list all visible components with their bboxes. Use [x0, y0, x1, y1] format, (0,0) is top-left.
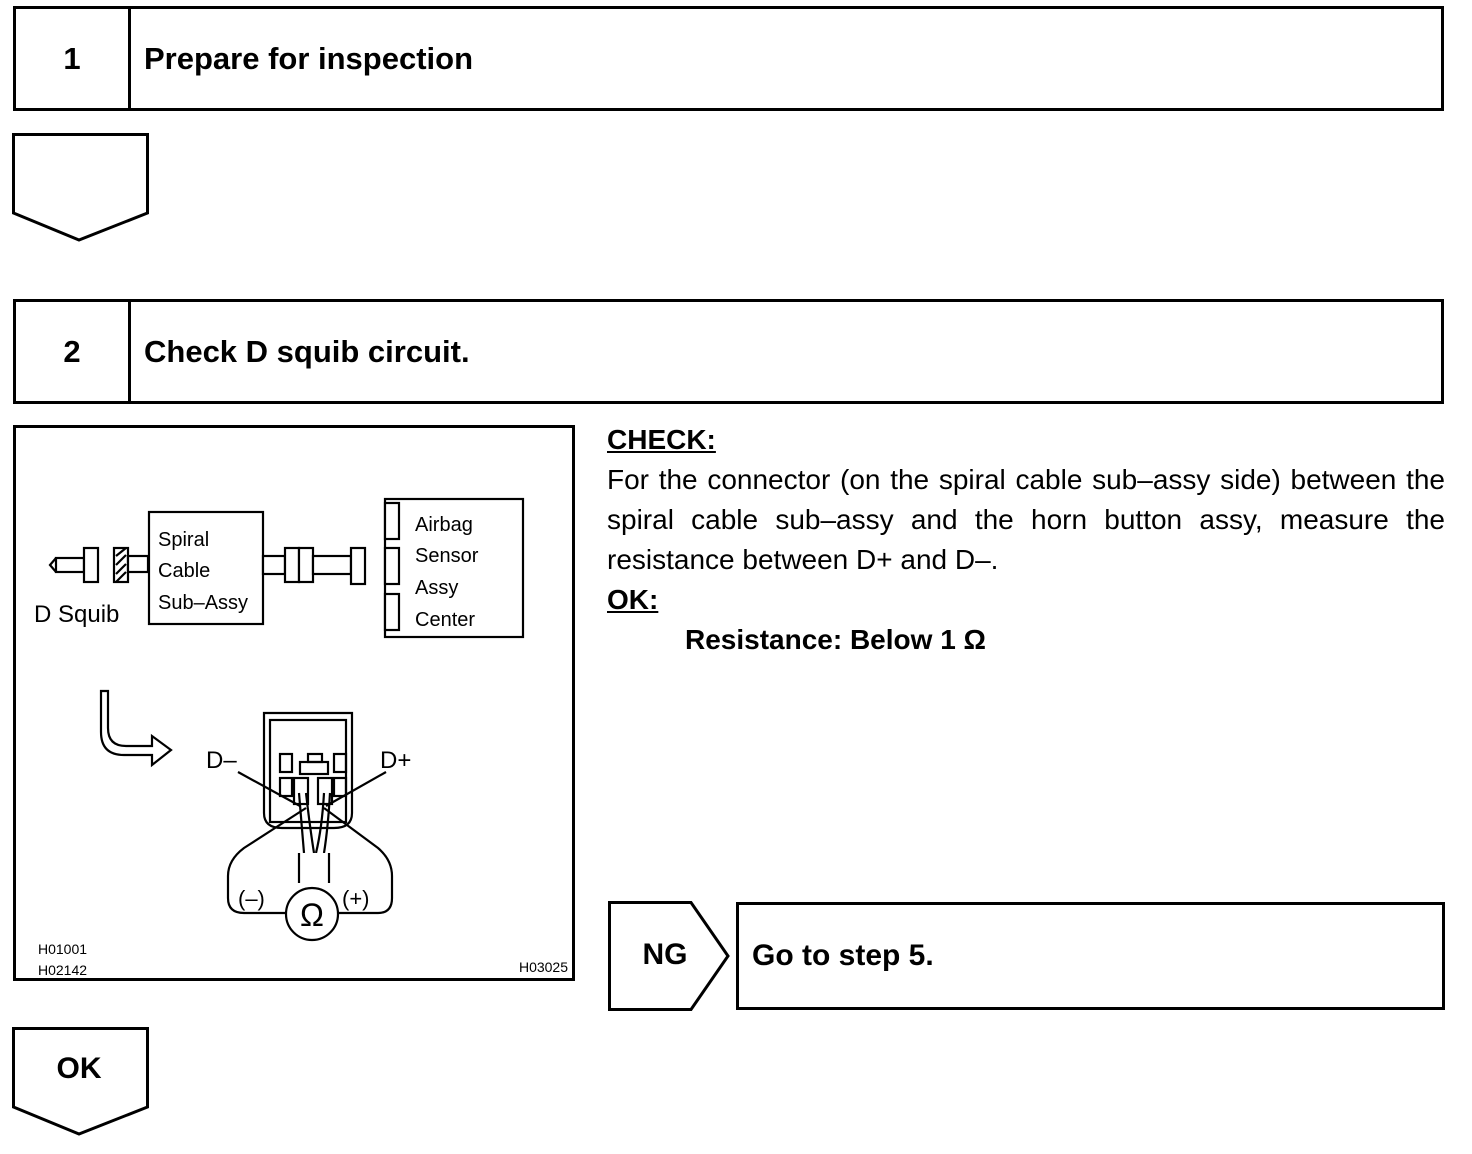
figure-code-left-top: H01001	[38, 941, 87, 957]
ohm-icon: Ω	[300, 897, 324, 933]
check-heading: CHECK:	[607, 424, 716, 455]
step-number: 2	[16, 302, 131, 401]
check-section: CHECK: For the connector (on the spiral …	[607, 420, 1445, 660]
meter-plus-label: (+)	[342, 886, 370, 911]
sensor-label-line-4: Center	[415, 609, 475, 631]
check-instruction: For the connector (on the spiral cable s…	[607, 464, 1445, 575]
circuit-figure: D Squib Spiral Cable Sub–Assy Airbag Sen…	[13, 425, 575, 981]
step-1-header: 1 Prepare for inspection	[13, 6, 1444, 111]
continue-arrow	[12, 133, 149, 242]
sensor-label-line-2: Sensor	[415, 545, 479, 567]
ok-arrow	[12, 1027, 149, 1136]
ng-arrow	[608, 901, 730, 1011]
spiral-label-line-2: Cable	[158, 560, 210, 582]
spiral-label-line-1: Spiral	[158, 529, 209, 551]
ng-action-box: Go to step 5.	[736, 902, 1445, 1010]
figure-code-left-bottom: H02142	[38, 962, 87, 978]
step-title: Prepare for inspection	[144, 40, 474, 76]
figure-code-right: H03025	[519, 959, 568, 975]
resistance-spec: Resistance: Below 1 Ω	[685, 624, 986, 655]
d-squib-label: D Squib	[34, 601, 119, 628]
spiral-label-line-3: Sub–Assy	[158, 592, 248, 614]
sensor-label-line-3: Assy	[415, 577, 458, 599]
circuit-diagram: D Squib Spiral Cable Sub–Assy Airbag Sen…	[34, 497, 568, 978]
ok-label: OK	[56, 1052, 102, 1085]
step-2-header: 2 Check D squib circuit.	[13, 299, 1444, 404]
ng-label: NG	[642, 938, 688, 971]
step-number: 1	[16, 9, 131, 108]
meter-minus-label: (–)	[238, 886, 265, 911]
step-title: Check D squib circuit.	[144, 333, 470, 369]
ng-action-text: Go to step 5.	[752, 939, 934, 972]
d-plus-label: D+	[380, 747, 411, 774]
d-minus-label: D–	[206, 747, 237, 774]
sensor-label-line-1: Airbag	[415, 514, 473, 536]
ok-heading: OK:	[607, 584, 659, 615]
